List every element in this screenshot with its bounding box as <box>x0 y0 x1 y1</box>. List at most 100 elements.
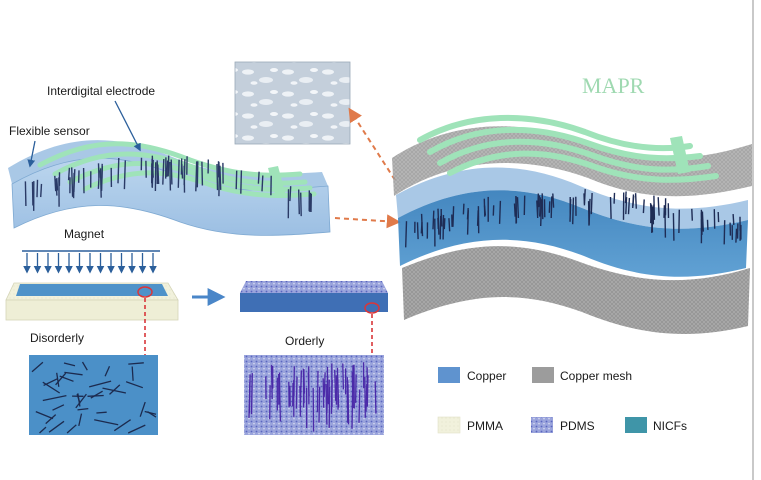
orange-arrow-to-inset <box>348 107 396 181</box>
disordered-fiber <box>31 361 44 373</box>
nicf-fiber <box>627 197 631 215</box>
nicf-fiber <box>24 181 27 207</box>
nicf-fiber <box>99 168 102 198</box>
sem-micrograph-inset <box>234 61 351 145</box>
nicf-fiber <box>420 213 424 237</box>
nicf-fiber <box>169 161 172 191</box>
nicf-fiber <box>466 210 469 235</box>
nicf-fiber <box>624 191 627 204</box>
disordered-fibers <box>31 361 157 434</box>
disordered-fiber <box>109 384 121 395</box>
ordered-fiber <box>374 381 377 414</box>
ordered-fiber <box>365 383 368 412</box>
disordered-fiber <box>45 414 57 425</box>
nicf-fiber <box>432 210 435 230</box>
ordered-fiber <box>337 377 340 408</box>
nicf-fiber <box>634 193 637 209</box>
nicf-fiber <box>572 197 575 225</box>
legend-label-pdms: PDMS <box>560 419 595 433</box>
disordered-fiber <box>147 411 157 418</box>
ordered-fiber <box>299 385 302 412</box>
nicf-fiber <box>40 183 43 198</box>
nicf-fiber <box>177 159 180 188</box>
label-interdigital-electrode: Interdigital electrode <box>47 84 155 98</box>
disordered-fiber <box>87 394 104 397</box>
label-disorderly: Disorderly <box>30 331 84 345</box>
nicf-fiber <box>691 208 693 221</box>
disordered-fiber <box>76 393 81 404</box>
nicf-fiber <box>448 218 451 232</box>
disordered-fiber <box>104 366 111 377</box>
disordered-fiber <box>139 401 146 417</box>
nicf-fiber <box>71 167 74 197</box>
nicf-fiber <box>552 193 555 208</box>
ordered-fiber <box>354 374 357 403</box>
liquid-mixture <box>16 284 168 296</box>
nicf-fiber <box>483 205 487 216</box>
disordered-fiber <box>75 393 87 409</box>
right-frame-border <box>752 0 754 480</box>
nicf-fiber <box>735 228 738 243</box>
mapr-electrode-bus <box>670 136 690 174</box>
nicf-fiber <box>195 161 198 192</box>
nicf-fiber <box>156 160 159 175</box>
nicf-fiber <box>97 170 100 189</box>
legend-swatch-nicfs <box>625 417 647 433</box>
disordered-fiber <box>64 371 83 376</box>
disordered-fiber <box>63 362 76 367</box>
disordered-fiber <box>48 420 65 433</box>
ordered-fiber <box>364 376 366 418</box>
ordered-fiber <box>342 363 345 390</box>
legend-swatch-copper-mesh <box>532 367 554 383</box>
ordered-fiber <box>248 374 251 414</box>
cured-composite-block <box>240 281 388 314</box>
nicf-fiber <box>56 178 59 191</box>
disordered-fiber <box>131 366 134 381</box>
nicf-fiber <box>452 206 455 227</box>
legend-swatch-copper <box>438 367 460 383</box>
disordered-fiber <box>96 411 107 414</box>
block-top <box>240 281 388 293</box>
ordered-fiber <box>295 376 298 409</box>
ordered-fiber <box>318 386 321 423</box>
zoom-circle-right <box>364 302 380 314</box>
nicf-fiber <box>516 197 520 219</box>
legend-swatch-pdms <box>531 417 553 433</box>
mapr-exploded-stack <box>392 114 752 335</box>
pmma-tray-front <box>5 299 179 321</box>
nicf-fiber <box>67 167 71 181</box>
nicf-fiber <box>540 199 543 227</box>
magnet-tray <box>5 282 179 321</box>
nicf-fiber <box>701 211 704 232</box>
nicf-fiber <box>657 197 660 216</box>
ordered-fiber <box>323 372 326 397</box>
legend: Copper Copper mesh PMMA PDMS NICFs <box>437 367 687 434</box>
disordered-fiber <box>66 424 77 434</box>
nicf-fiber <box>170 159 173 185</box>
nicf-fiber <box>298 189 300 215</box>
legend-label-copper: Copper <box>467 369 506 383</box>
mapr-title: MAPR <box>582 73 645 98</box>
nicf-fiber <box>219 165 222 190</box>
nicf-fiber <box>440 213 443 227</box>
nicf-fiber <box>162 158 165 185</box>
ordered-fiber <box>270 364 273 400</box>
disordered-fiber <box>55 372 67 386</box>
mapr-interdigital-electrode <box>417 114 719 183</box>
nicf-fiber <box>72 172 75 199</box>
nicf-fiber <box>538 195 541 208</box>
nicf-fiber <box>123 160 126 190</box>
orange-arrow-to-mapr <box>334 214 401 229</box>
ordered-fiber <box>250 373 253 415</box>
nicf-fiber <box>498 200 502 224</box>
nicf-fiber <box>151 155 154 178</box>
nicf-fibers-sensor <box>24 155 312 219</box>
ordered-fiber <box>322 378 325 408</box>
ordered-fiber <box>327 379 330 405</box>
layer-composite-top <box>396 167 748 229</box>
ordered-fiber <box>316 370 319 413</box>
nicf-fiber <box>642 199 645 214</box>
nicf-fiber <box>405 221 408 248</box>
disordered-fiber <box>90 390 103 399</box>
nicf-fiber <box>167 155 170 177</box>
